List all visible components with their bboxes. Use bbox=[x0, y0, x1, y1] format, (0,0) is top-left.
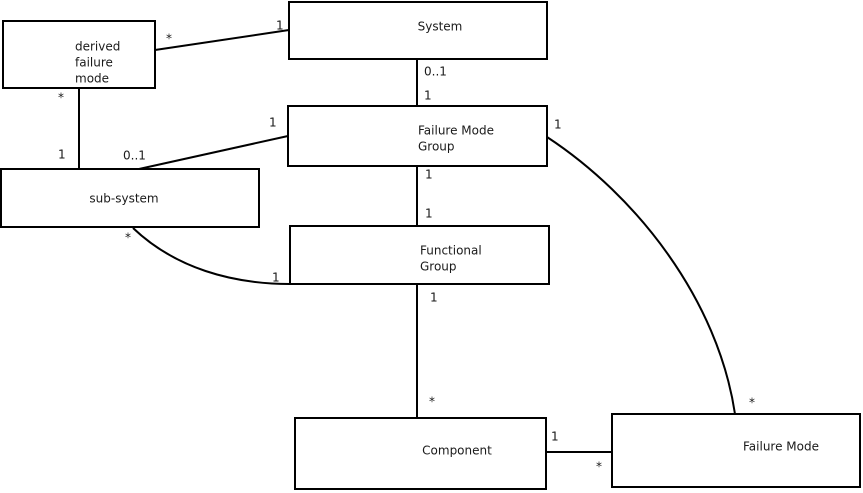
multiplicity-subsystem-to-fmg-near: 0..1 bbox=[123, 149, 146, 163]
class-label-component: Component bbox=[422, 444, 492, 458]
multiplicity-dfm-to-system-near: * bbox=[166, 32, 172, 46]
multiplicity-fmg-to-fm-far: * bbox=[749, 396, 755, 410]
class-box-derived-failure-mode[interactable] bbox=[2, 20, 156, 89]
multiplicity-fg-to-component-far: * bbox=[429, 395, 435, 409]
class-label-system: System bbox=[418, 20, 463, 34]
class-label-functional-group-line1: Functional bbox=[420, 244, 482, 258]
class-box-sub-system[interactable] bbox=[0, 168, 260, 228]
multiplicity-fmg-to-fm-near: 1 bbox=[554, 118, 562, 132]
class-box-failure-mode-group[interactable] bbox=[287, 105, 548, 167]
multiplicity-subsystem-to-fg-near: * bbox=[125, 231, 131, 245]
edge-sub-system-to-failure-mode-group bbox=[138, 135, 289, 170]
multiplicity-dfm-to-subsystem-far: 1 bbox=[58, 148, 66, 162]
multiplicity-dfm-to-system-far: 1 bbox=[276, 19, 284, 33]
class-label-failure-mode-group-line2: Group bbox=[418, 140, 455, 154]
class-box-functional-group[interactable] bbox=[289, 225, 550, 285]
multiplicity-fmg-to-fg-near: 1 bbox=[425, 168, 433, 182]
multiplicity-system-to-fmg-far: 1 bbox=[424, 89, 432, 103]
multiplicity-dfm-to-subsystem-near: * bbox=[58, 91, 64, 105]
class-box-component[interactable] bbox=[294, 417, 547, 490]
multiplicity-component-to-fm-near: 1 bbox=[551, 430, 559, 444]
multiplicity-fg-to-component-near: 1 bbox=[430, 291, 438, 305]
edge-failure-mode-group-to-failure-mode bbox=[546, 136, 736, 415]
multiplicity-fmg-to-fg-far: 1 bbox=[425, 207, 433, 221]
edge-sub-system-to-functional-group bbox=[132, 227, 291, 285]
multiplicity-system-to-fmg-near: 0..1 bbox=[424, 65, 447, 79]
multiplicity-subsystem-to-fmg-far: 1 bbox=[269, 116, 277, 130]
class-label-derived-failure-mode-line2: failure bbox=[75, 56, 113, 70]
edge-derived-failure-mode-to-system bbox=[154, 29, 290, 51]
class-label-sub-system: sub-system bbox=[89, 192, 158, 206]
multiplicity-subsystem-to-fg-far: 1 bbox=[272, 271, 280, 285]
class-label-derived-failure-mode-line1: derived bbox=[75, 40, 120, 54]
class-label-failure-mode: Failure Mode bbox=[743, 440, 819, 454]
class-label-failure-mode-group-line1: Failure Mode bbox=[418, 124, 494, 138]
multiplicity-component-to-fm-far: * bbox=[596, 460, 602, 474]
class-box-failure-mode[interactable] bbox=[611, 413, 861, 488]
class-label-derived-failure-mode-line3: mode bbox=[75, 72, 109, 86]
class-box-system[interactable] bbox=[288, 1, 548, 60]
class-label-functional-group-line2: Group bbox=[420, 260, 457, 274]
